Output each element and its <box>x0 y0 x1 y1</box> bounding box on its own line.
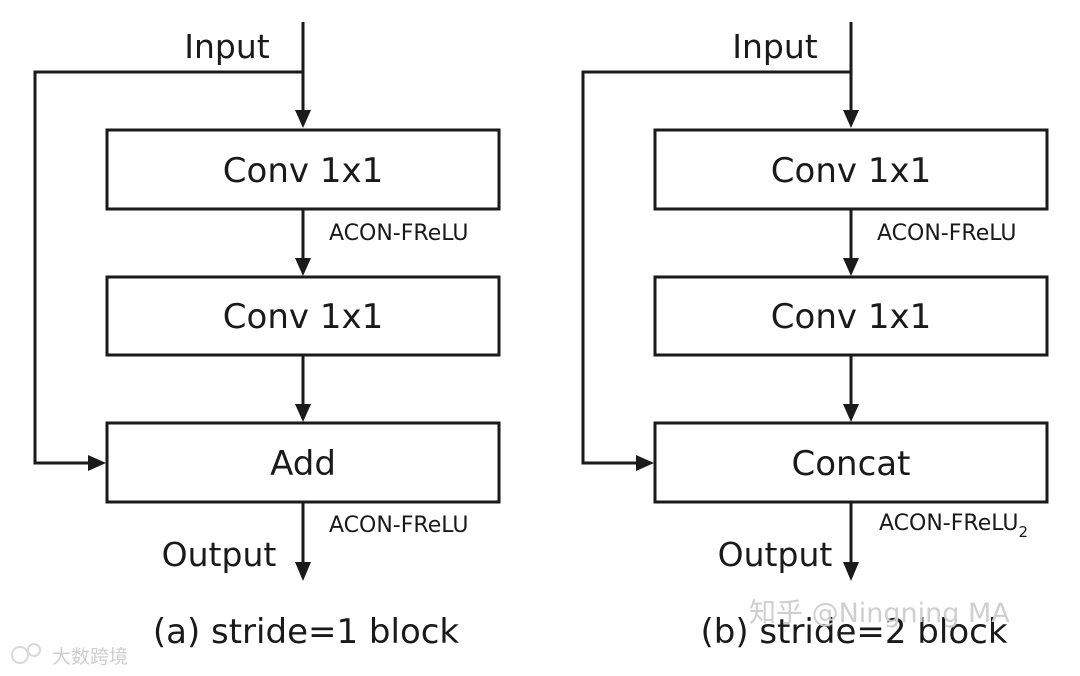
input-arrowhead <box>843 110 859 128</box>
add-label: Add <box>270 444 336 484</box>
conv1-to-conv2-arrowhead <box>843 258 859 276</box>
concat-label: Concat <box>792 444 911 484</box>
conv2-label: Conv 1x1 <box>771 297 931 337</box>
skip-connection-arrowhead <box>636 455 654 471</box>
activation2-text: ACON-FReLU <box>329 513 469 538</box>
activation1-label: ACON-FReLU <box>877 221 1017 246</box>
conv2-label: Conv 1x1 <box>223 297 383 337</box>
conv1-box <box>653 128 1049 211</box>
activation1-label: ACON-FReLU <box>329 221 469 246</box>
conv2-box <box>653 275 1049 357</box>
watermark-left-text: 大数跨境 <box>52 646 128 668</box>
watermark-logo-icon <box>11 646 29 664</box>
conv1-label: Conv 1x1 <box>223 151 383 191</box>
conv1-label: Conv 1x1 <box>771 151 931 191</box>
activation2-subscript: 2 <box>1019 523 1029 541</box>
skip-connection-arrowhead <box>88 455 106 471</box>
input-arrowhead <box>295 110 311 128</box>
caption-b: (b) stride=2 block <box>700 612 1007 652</box>
output-label: Output <box>718 535 833 574</box>
watermark-left: 大数跨境 <box>11 643 128 668</box>
panel-b: Input Conv 1x1 ACON-FReLU Conv 1x1 Conca… <box>581 22 1049 652</box>
activation2-text: ACON-FReLU <box>879 511 1019 536</box>
output-arrowhead <box>295 562 311 581</box>
concat-box <box>653 421 1049 504</box>
conv2-to-concat-arrowhead <box>843 404 859 422</box>
output-arrowhead <box>843 562 859 581</box>
activation2-label: ACON-FReLU2 <box>879 511 1028 541</box>
activation2-label: ACON-FReLU <box>329 513 469 538</box>
conv2-to-add-arrowhead <box>295 404 311 422</box>
input-label: Input <box>184 27 270 66</box>
add-box <box>105 421 501 504</box>
conv1-box <box>105 128 501 211</box>
conv2-box <box>105 275 501 357</box>
skip-connection-line <box>581 70 851 465</box>
watermark-logo-icon-dot <box>27 643 41 657</box>
conv1-to-conv2-arrowhead <box>295 258 311 276</box>
input-label: Input <box>732 27 818 66</box>
watermark-right: 知乎 @Ningning MA <box>749 598 1010 629</box>
panel-a: Input Conv 1x1 ACON-FReLU Conv 1x1 Add A… <box>33 22 501 652</box>
skip-connection-line <box>33 70 303 465</box>
output-label: Output <box>162 535 277 574</box>
caption-a: (a) stride=1 block <box>153 612 460 652</box>
